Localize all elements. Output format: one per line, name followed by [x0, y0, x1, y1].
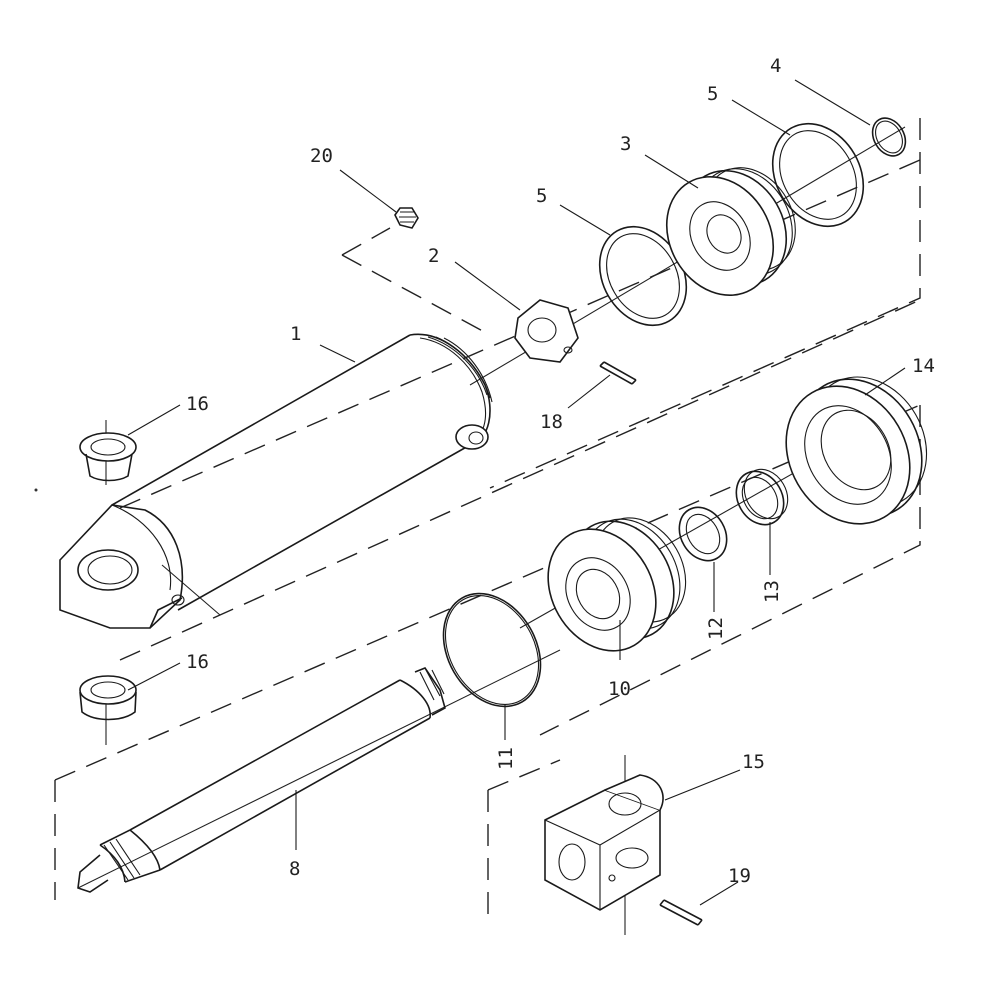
part-20-grease-fitting — [394, 207, 419, 229]
callout-15: 15 — [742, 751, 765, 773]
part-12-rod-seal — [678, 506, 728, 562]
stray-dot — [34, 488, 38, 492]
part-13-wiper — [735, 468, 789, 526]
callout-11: 11 — [495, 747, 517, 770]
part-16-bushing-top — [79, 432, 137, 482]
callout-5-left: 5 — [536, 185, 547, 207]
callout-8: 8 — [289, 858, 300, 880]
part-15-clevis — [544, 774, 664, 911]
callout-1: 1 — [290, 323, 301, 345]
part-10-gland — [547, 517, 687, 652]
part-2-nut — [514, 299, 579, 363]
callout-16-top: 16 — [186, 393, 209, 415]
part-1-cylinder-barrel — [59, 333, 493, 629]
part-16-bushing-bottom — [79, 675, 137, 721]
callout-18: 18 — [540, 411, 563, 433]
part-18-pin — [599, 361, 637, 385]
assembly-guide-lines — [54, 118, 921, 915]
callout-2: 2 — [428, 245, 439, 267]
callout-20: 20 — [310, 145, 333, 167]
callout-16-bottom: 16 — [186, 651, 209, 673]
callout-5-right: 5 — [707, 83, 718, 105]
part-8-piston-rod — [77, 667, 446, 893]
leader-lines — [127, 79, 906, 906]
callout-13: 13 — [761, 580, 783, 603]
callout-19: 19 — [728, 865, 751, 887]
part-14-end-cap — [785, 376, 928, 525]
callout-12: 12 — [705, 617, 727, 640]
part-4-o-ring — [871, 117, 907, 157]
callout-4: 4 — [770, 55, 781, 77]
callout-10: 10 — [608, 678, 631, 700]
part-5-seal-ring-right — [771, 122, 865, 228]
callout-3: 3 — [620, 133, 631, 155]
callout-14: 14 — [912, 355, 935, 377]
part-3-piston — [665, 167, 796, 297]
callout-labels: 1 2 3 4 5 5 20 16 16 18 14 13 12 10 11 8… — [186, 55, 935, 887]
part-11-o-ring — [442, 592, 542, 708]
part-19-pin — [659, 899, 703, 926]
